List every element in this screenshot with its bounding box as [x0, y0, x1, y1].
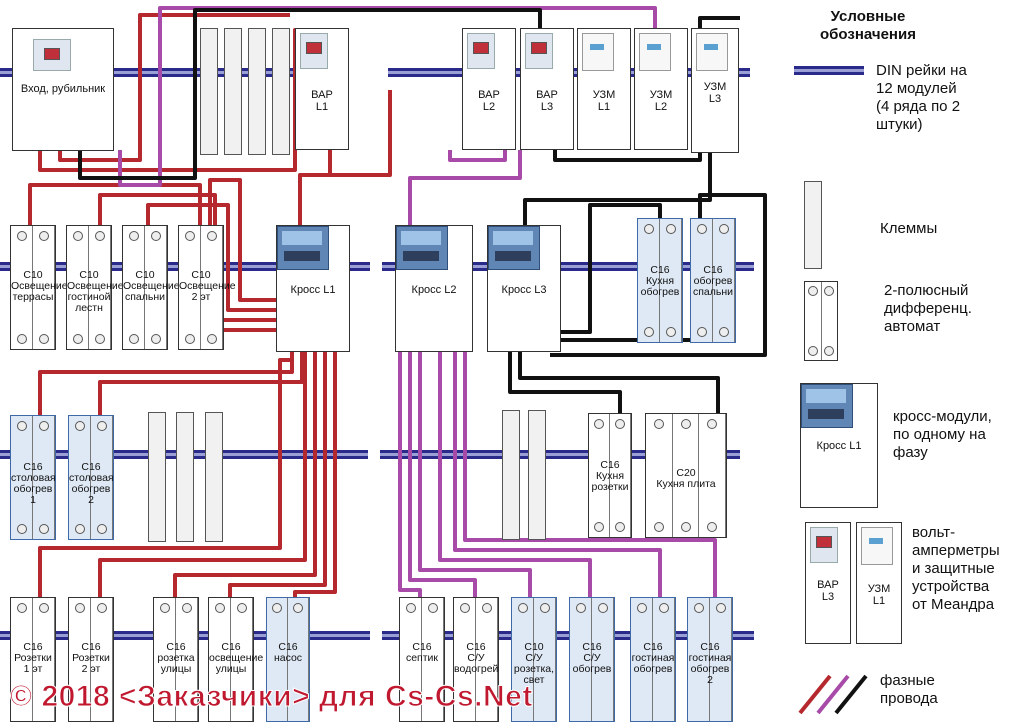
- terminal: [205, 412, 223, 542]
- red-wire: [146, 203, 282, 312]
- breaker-pump: С16 насос: [266, 597, 310, 722]
- breaker-kitchen-stove: С20 Кухня плита: [645, 413, 727, 538]
- red-wire: [293, 352, 337, 600]
- cross-image: [801, 384, 853, 428]
- legend-uzm: УЗМ L1: [856, 522, 902, 644]
- purple-wire: [463, 352, 717, 600]
- red-wires: [28, 13, 392, 600]
- terminal: [224, 28, 242, 155]
- black-wire: [78, 8, 542, 180]
- black-wire: [508, 350, 622, 418]
- cross-image: [277, 226, 329, 270]
- red-wire: [38, 352, 294, 418]
- input-switch-label: Вход, рубильник: [20, 83, 106, 95]
- meter-image: [810, 527, 838, 563]
- red-wire: [98, 352, 307, 600]
- legend-breaker: [804, 281, 838, 361]
- legend-din-text: DIN рейки на 12 модулей (4 ряда по 2 шту…: [876, 62, 967, 133]
- terminal: [200, 28, 218, 155]
- breaker-outdoor-lighting: С16 освещение улицы: [208, 597, 263, 722]
- switch-image: [33, 39, 71, 71]
- red-wire: [98, 193, 282, 322]
- var-l1: ВАР L1: [295, 28, 349, 150]
- breaker-outdoor-socket: С16 розетка улицы: [153, 597, 199, 722]
- purple-wire: [418, 352, 532, 600]
- breaker-sockets-floor1: С16 Розетки 1 эт: [10, 597, 56, 722]
- cross-module-l1: Кросс L1: [276, 225, 350, 352]
- uzm-image: [582, 33, 614, 71]
- black-wire: [553, 16, 740, 162]
- legend-var: ВАР L3: [805, 522, 851, 644]
- terminal: [248, 28, 266, 155]
- breaker-living-heating: С16 гостиная обогрев: [630, 597, 676, 722]
- uzm-image: [861, 527, 893, 565]
- black-wire: [560, 203, 662, 334]
- legend-terminal-text: Клеммы: [880, 220, 938, 237]
- breaker-sockets-floor2: С16 Розетки 2 эт: [68, 597, 114, 722]
- red-wire: [98, 352, 304, 418]
- red-wire: [298, 90, 392, 228]
- purple-wire: [398, 352, 422, 600]
- var-l2: ВАР L2: [462, 28, 516, 150]
- input-switch: Вход, рубильник: [12, 28, 114, 151]
- cross-image: [396, 226, 448, 270]
- breaker-bath-heating: С16 С/У обогрев: [569, 597, 615, 722]
- red-wire: [208, 178, 282, 302]
- cross-module-l3: Кросс L3: [487, 225, 561, 352]
- breaker-dining-heating-2: С16 столовая обогрев 2: [68, 415, 114, 540]
- breaker-septic: С16 септик: [399, 597, 445, 722]
- legend-cross-module: Кросс L1: [800, 383, 878, 508]
- legend-wires-text: фазные провода: [880, 672, 938, 707]
- red-wire: [28, 183, 282, 332]
- terminal: [528, 410, 546, 540]
- purple-wire: [408, 150, 522, 228]
- meter-image: [525, 33, 553, 69]
- meter-image: [467, 33, 495, 69]
- breaker-bath-socket-light: С10 С/У розетка, свет: [511, 597, 557, 722]
- uzm-l3: УЗМ L3: [691, 28, 739, 153]
- terminal: [272, 28, 290, 155]
- black-wires: [78, 8, 767, 418]
- black-wire: [523, 150, 712, 228]
- black-wire: [518, 350, 720, 418]
- breaker-bath-heater: С16 С/У водогрей: [453, 597, 499, 722]
- legend-title: Условные обозначения: [820, 8, 916, 43]
- breaker-kitchen-sockets: С16 Кухня розетки: [588, 413, 632, 538]
- cross-image: [488, 226, 540, 270]
- breaker-lighting-floor2: С10 Освещение 2 эт: [178, 225, 236, 350]
- cross-module-l2: Кросс L2: [395, 225, 473, 352]
- breaker-living-heating-2: С16 гостиная обогрев 2: [687, 597, 733, 722]
- legend-cross-text: кросс-модули, по одному на фазу: [893, 408, 992, 461]
- uzm-image: [639, 33, 671, 71]
- breaker-kitchen-heating: С16 Кухня обогрев: [637, 218, 683, 343]
- uzm-l1: УЗМ L1: [577, 28, 631, 150]
- purple-wire: [453, 352, 662, 600]
- purple-wire: [408, 352, 477, 600]
- red-wire: [228, 352, 327, 600]
- breaker-lighting-bedroom: С10 Освещение спальни: [122, 225, 180, 350]
- legend-terminal: [804, 181, 822, 269]
- breaker-dining-heating-1: С16 столовая обогрев 1: [10, 415, 56, 540]
- meter-image: [300, 33, 328, 69]
- copyright-watermark: © 2018 <Заказчики> для Cs-Cs.Net: [10, 680, 533, 714]
- purple-wire: [438, 352, 592, 600]
- legend-breaker-text: 2-полюсный дифференц. автомат: [884, 282, 972, 335]
- breaker-lighting-terrace: С10 Освещение террасы: [10, 225, 68, 350]
- red-wire: [58, 13, 290, 162]
- uzm-l2: УЗМ L2: [634, 28, 688, 150]
- legend-meters-text: вольт- амперметры и защитные устройства …: [912, 524, 1000, 613]
- uzm-image: [696, 33, 728, 71]
- terminal: [148, 412, 166, 542]
- terminal: [176, 412, 194, 542]
- red-wire: [173, 352, 317, 600]
- legend-wires: [798, 674, 868, 715]
- red-wire: [38, 358, 290, 600]
- breaker-bedroom-heating: С16 обогрев спальни: [690, 218, 736, 343]
- breaker-lighting-stairs: С10 Освещение гостиной лестн: [66, 225, 124, 350]
- var-l3: ВАР L3: [520, 28, 574, 150]
- terminal: [502, 410, 520, 540]
